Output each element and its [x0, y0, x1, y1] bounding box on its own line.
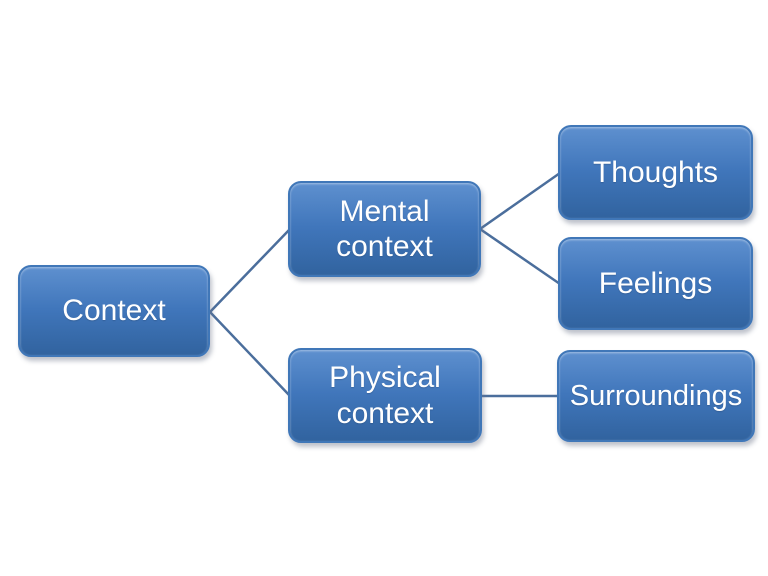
edge-context-physical: [209, 311, 291, 397]
edge-mental-thoughts: [479, 171, 561, 231]
node-context: Context: [18, 265, 210, 357]
node-surroundings-label: Surroundings: [569, 379, 743, 412]
node-thoughts-label: Thoughts: [592, 155, 719, 189]
edge-context-mental: [209, 228, 291, 313]
node-surroundings: Surroundings: [557, 350, 755, 442]
node-mental-context: Mental context: [288, 181, 481, 277]
node-thoughts: Thoughts: [558, 125, 753, 220]
node-context-label: Context: [62, 294, 166, 328]
edge-mental-feelings: [479, 227, 561, 286]
node-feelings-label: Feelings: [598, 266, 713, 300]
node-feelings: Feelings: [558, 237, 753, 330]
node-physical-context-label: Physical context: [329, 361, 441, 430]
node-physical-context: Physical context: [288, 348, 482, 443]
node-mental-context-label: Mental context: [336, 194, 433, 263]
